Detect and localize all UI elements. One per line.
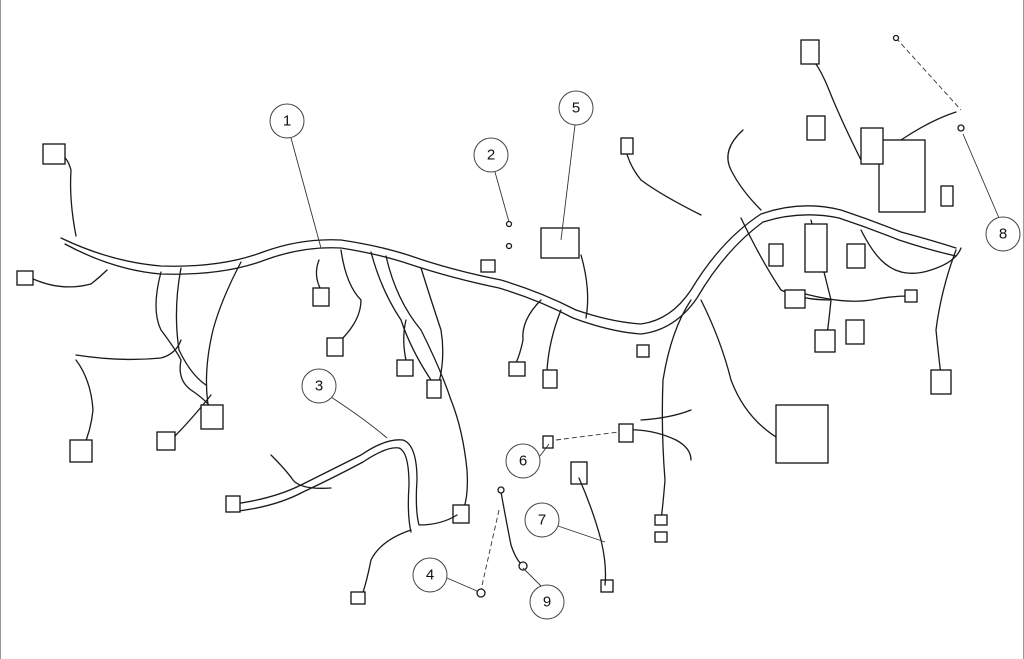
callout-7: 7 — [524, 502, 560, 538]
callout-label: 2 — [487, 147, 495, 164]
callout-label: 4 — [426, 567, 434, 584]
ground-straps — [476, 34, 965, 598]
connectors — [16, 39, 954, 593]
callout-1: 1 — [269, 103, 305, 139]
callout-label: 3 — [315, 378, 323, 395]
callout-label: 5 — [572, 100, 580, 117]
callout-5: 5 — [558, 90, 594, 126]
callout-label: 9 — [543, 594, 551, 611]
callout-9: 9 — [529, 584, 565, 620]
main-harness — [30, 59, 962, 521]
leader-lines — [290, 124, 1000, 592]
callout-3: 3 — [301, 368, 337, 404]
callout-label: 1 — [283, 113, 291, 130]
callout-4: 4 — [412, 557, 448, 593]
callout-6: 6 — [505, 443, 541, 479]
callout-2: 2 — [473, 137, 509, 173]
callout-label: 7 — [538, 512, 546, 529]
callout-label: 6 — [519, 453, 527, 470]
callout-label: 8 — [999, 226, 1007, 243]
battery-cable — [225, 439, 458, 605]
callout-8: 8 — [985, 216, 1021, 252]
